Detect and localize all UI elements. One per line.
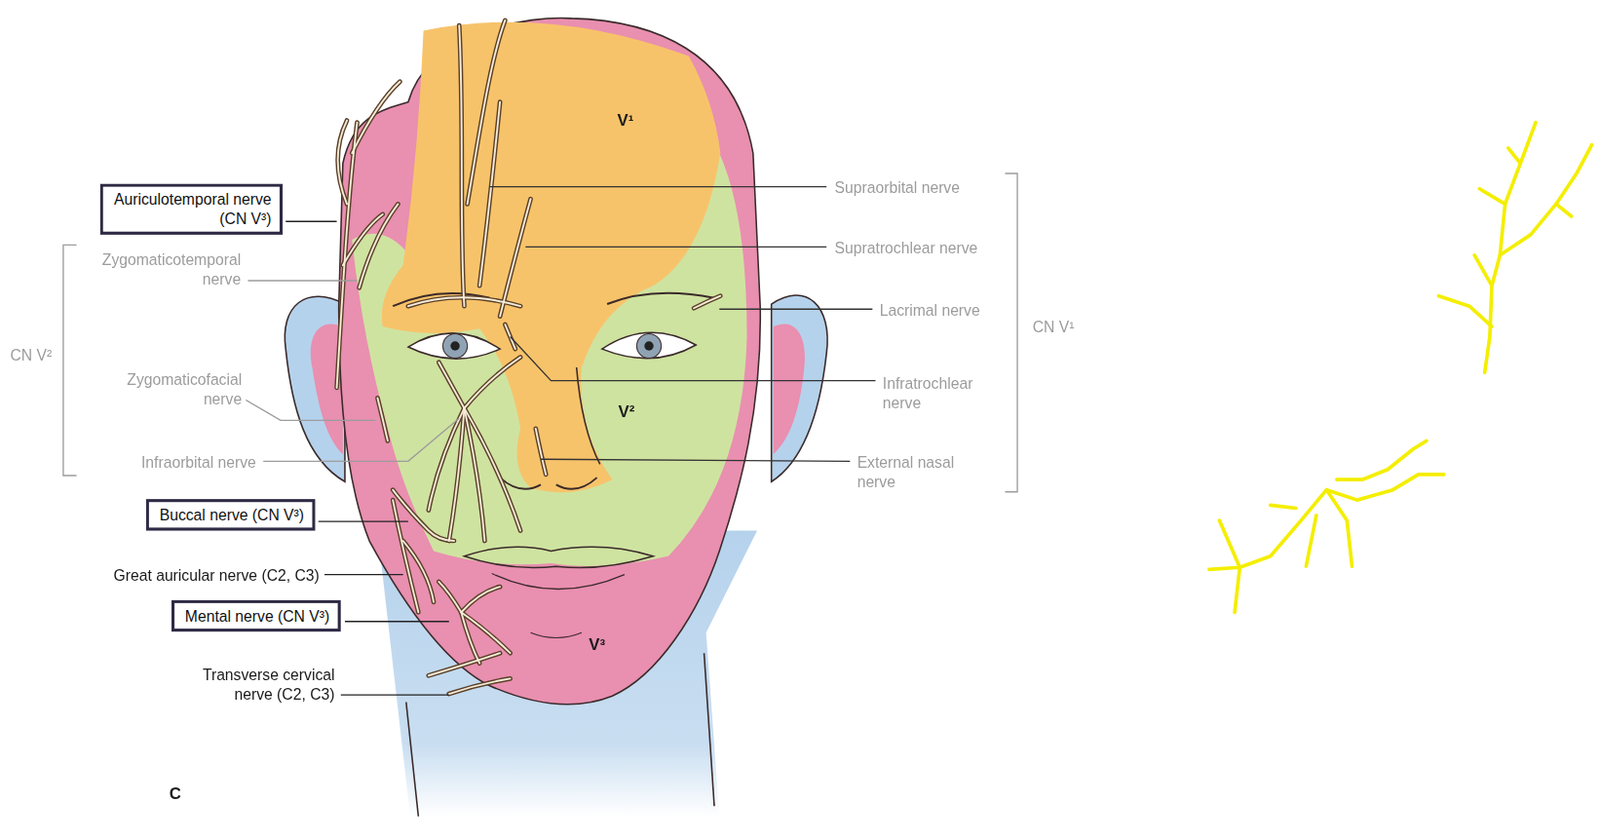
leader-line (540, 458, 850, 461)
boxed-label: Buccal nerve (CN V³) (146, 498, 316, 531)
leader-line (318, 520, 409, 522)
leader-line (510, 337, 877, 381)
yellow-squiggle (1305, 515, 1316, 567)
nerve-label: Transverse cervical nerve (C2, C3) (171, 665, 336, 705)
nerve-label: Supratrochlear nerve (835, 237, 979, 258)
right-ear (771, 295, 828, 482)
yellow-squiggle (1219, 520, 1240, 568)
nerve-label: Buccal nerve (CN V³) (156, 504, 305, 525)
yellow-squiggle (1556, 203, 1572, 217)
leader-line (341, 693, 450, 695)
region-label: V¹ (617, 110, 635, 130)
yellow-squiggle (1508, 148, 1522, 164)
chin-crease (531, 632, 582, 638)
nerve-label: Infratrochlear nerve (882, 373, 997, 413)
nerve-label: Mental nerve (CN V³) (182, 606, 330, 626)
nostril-right (556, 477, 598, 490)
right-iris (636, 333, 661, 358)
lips (463, 546, 653, 568)
yellow-squiggle (1336, 440, 1427, 480)
neck-right-line (704, 652, 715, 806)
lower-lip (492, 573, 625, 590)
leader-line (719, 308, 873, 310)
neck-left-line (406, 701, 420, 816)
bracket (1004, 173, 1018, 493)
nerve-label: Auriculotemporal nerve (CN V³) (111, 190, 271, 229)
leader-line (263, 418, 459, 461)
head-v3-region (339, 17, 762, 704)
leader-line (525, 246, 827, 248)
v1-region (381, 22, 721, 494)
yellow-squiggle (1326, 490, 1352, 568)
yellow-squiggle (1479, 189, 1505, 205)
yellow-squiggle (1209, 474, 1445, 570)
right-eyebrow (607, 293, 715, 305)
nerve-label: External nasal nerve (857, 452, 972, 492)
left-iris (442, 333, 467, 358)
nerve-label: Lacrimal nerve (879, 300, 981, 320)
region-label: C (169, 783, 182, 803)
nerve-label: Supraorbital nerve (835, 177, 960, 197)
nerve-label: Zygomaticofacial nerve (99, 369, 243, 409)
nerve-label: CN V² (9, 344, 52, 365)
leader-line (344, 620, 450, 622)
region-label: V² (618, 402, 636, 422)
yellow-squiggle (1499, 145, 1592, 256)
leader-line (285, 221, 337, 223)
leader-line (324, 573, 404, 575)
nerve-label: Great auricular nerve (C2, C3) (114, 565, 320, 585)
bracket (63, 244, 77, 476)
leader-line (490, 186, 828, 188)
nerve-label: Zygomaticotemporal nerve (77, 250, 242, 290)
boxed-label: Auriculotemporal nerve (CN V³) (100, 183, 283, 234)
yellow-squiggle (1474, 255, 1492, 286)
left-pupil (450, 341, 459, 350)
right-ear-inner (773, 323, 805, 455)
region-label: V³ (588, 634, 606, 654)
right-pupil (644, 341, 653, 350)
left-eye (408, 333, 500, 359)
right-eye (602, 332, 696, 358)
nerve-label: CN V¹ (1032, 317, 1075, 338)
yellow-squiggle (1439, 296, 1492, 327)
leader-line (247, 279, 357, 281)
yellow-squiggle (1270, 504, 1296, 508)
nose-side (576, 367, 601, 464)
nerve-label: Infraorbital nerve (141, 452, 257, 472)
yellow-squiggle (1234, 567, 1240, 612)
leader-line (245, 400, 376, 421)
boxed-label: Mental nerve (CN V³) (171, 600, 342, 632)
